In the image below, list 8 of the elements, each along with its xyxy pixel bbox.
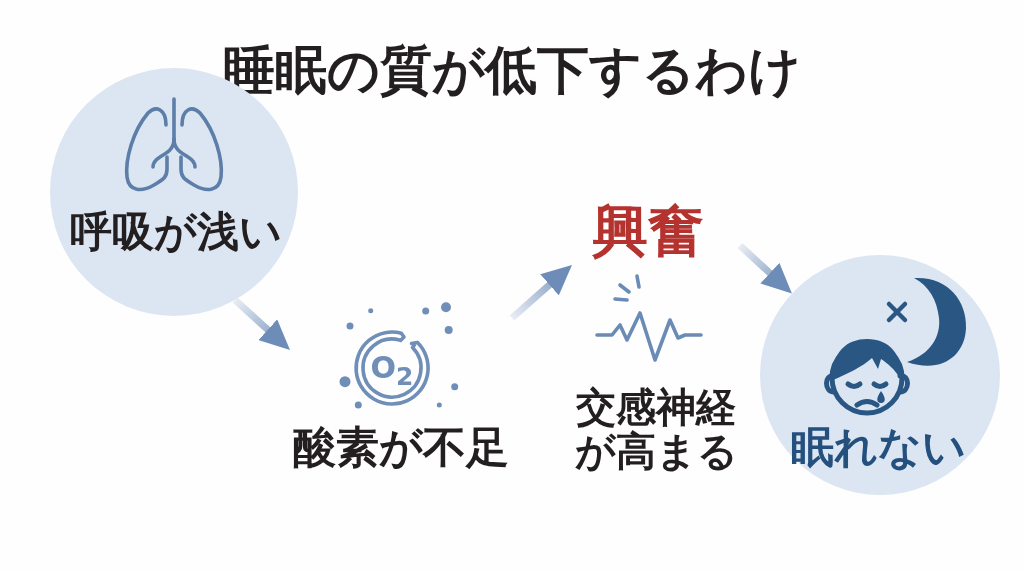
step-label: 眠れない [790, 422, 966, 472]
arrow [509, 262, 575, 321]
keyword-label: 興奮 [592, 200, 704, 262]
arrow [232, 297, 293, 353]
formula-label: O$_{2}$ [370, 353, 414, 392]
step-label: 交感神経が高まる [573, 385, 739, 473]
step-label: 酸素が不足 [293, 423, 509, 471]
step-label: 呼吸が浅い [70, 206, 282, 258]
